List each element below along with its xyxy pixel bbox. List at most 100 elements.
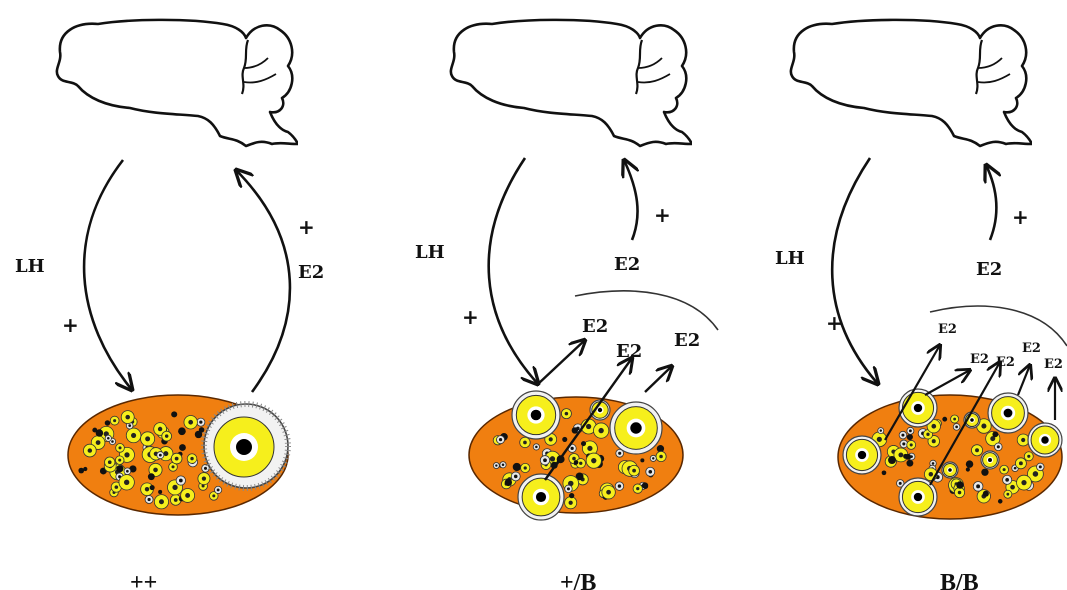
follicle [158,489,163,494]
genotype-label: ++ [130,570,157,590]
follicle [116,465,124,473]
e2-plus-sign: + [654,203,671,227]
follicle [83,466,88,472]
antral-follicle [842,435,882,475]
follicle [564,484,573,493]
follicle [906,433,913,441]
ovary-e2-label: E2 [582,316,608,337]
follicle [153,494,169,510]
large-follicles [842,388,1063,517]
follicle [971,444,984,457]
genotype-label: +/B [560,570,596,590]
follicle [994,442,1003,452]
lh-label: LH [15,256,45,277]
e2-feedback-label: E2 [976,259,1002,280]
follicle [956,481,964,489]
follicle [194,430,203,439]
follicle [109,415,120,426]
follicle [954,487,965,499]
e2-feedback-arrow [236,170,292,393]
lh-plus-sign: + [62,313,79,337]
follicle [632,483,643,494]
follicle [564,496,578,510]
lh-label: LH [415,242,445,263]
antral-follicle [511,390,561,440]
follicle [510,471,521,482]
follicle [492,462,500,469]
circulation-curve [574,290,719,331]
antral-follicle [980,450,1000,470]
follicle [965,467,970,472]
follicle [898,430,908,440]
follicle [656,445,665,453]
follicle [104,420,111,426]
follicle [83,443,97,458]
follicle [183,415,198,430]
follicle [999,464,1009,475]
follicle [104,434,112,442]
follicle [125,427,142,444]
follicle [952,423,961,431]
genotype-label: B/B [940,570,979,590]
antral-follicle [589,399,611,421]
antral-follicle [609,401,663,455]
follicle [149,485,155,491]
follicle [1015,457,1027,470]
follicle [992,431,999,438]
small-follicles [871,414,1045,504]
follicle [642,483,649,489]
follicle [1002,474,1013,485]
antral-follicle [941,461,959,479]
follicle [519,436,531,449]
follicle [972,481,984,492]
follicle [906,440,917,450]
follicle [997,499,1003,504]
ovary-e2-label: E2 [1044,357,1063,372]
follicle [649,454,657,462]
ovary-e2-label: E2 [938,322,957,337]
follicle [539,455,551,466]
follicle [120,410,135,424]
e2-feedback-arrow [986,165,996,241]
dominant-follicle [201,401,291,491]
follicle [881,470,887,476]
follicle [906,426,915,435]
follicle [569,492,575,499]
lh-label: LH [775,248,805,269]
follicle [148,462,163,477]
follicle [512,462,521,472]
follicle [942,416,948,422]
large-follicles [511,390,663,521]
follicle [640,458,645,463]
follicle [965,460,974,468]
follicle [175,475,186,486]
follicle [118,474,135,491]
small-follicles [78,410,223,510]
follicle [171,411,178,418]
follicle [496,435,505,445]
follicle [161,430,172,442]
follicle [196,417,206,427]
follicle [573,460,579,465]
follicle [504,478,512,487]
panel-wildtype: LH + + E2 ++ [15,18,324,590]
lh-arrow [830,157,878,384]
ovary-e2-label: E2 [674,330,700,351]
brain-outline [789,18,1032,148]
circulation-curve [929,305,1067,347]
e2-feedback-label: E2 [614,254,640,275]
follicle [209,491,219,501]
follicle [198,427,205,433]
lh-plus-sign: + [826,311,843,335]
ovary-e2-label: E2 [970,352,989,367]
follicle [950,414,960,424]
follicle [615,448,624,458]
follicle [1036,462,1045,472]
follicle [1023,451,1034,462]
ovary-e2-arrows [884,345,1055,486]
follicle [585,452,602,469]
follicle [903,453,909,459]
small-follicles [492,408,667,510]
